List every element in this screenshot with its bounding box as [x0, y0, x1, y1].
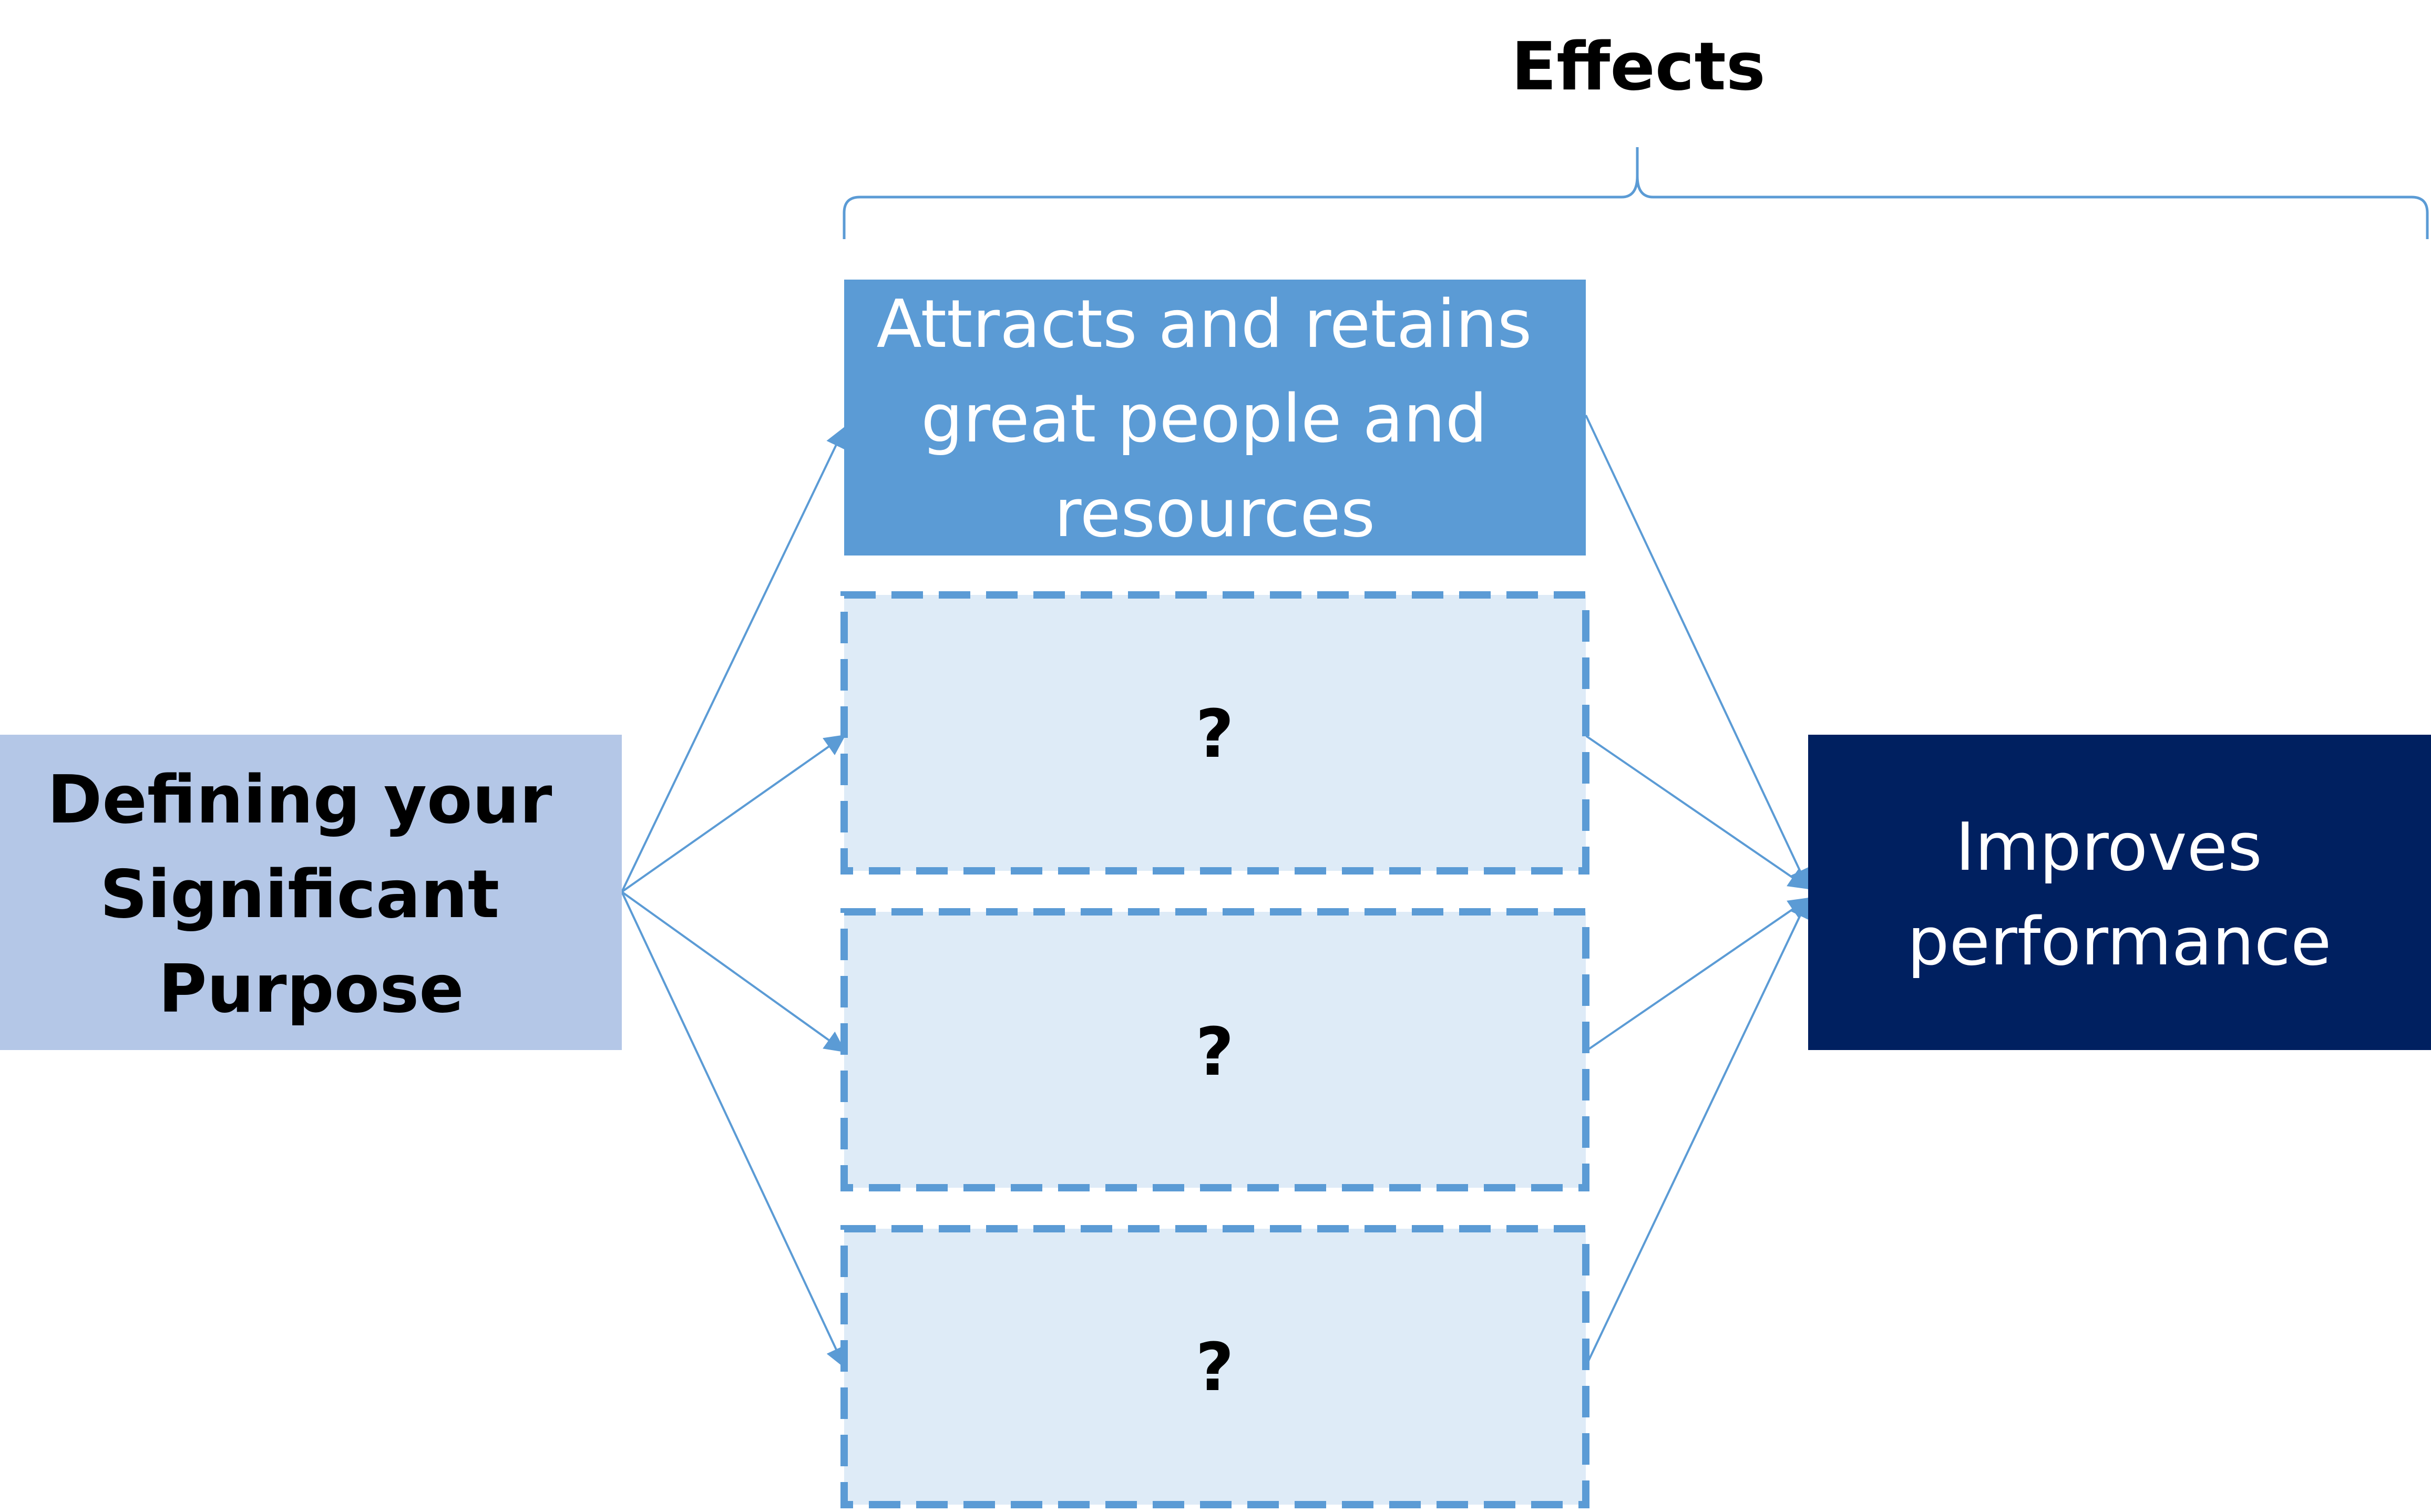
effect-node-4: ? [840, 1225, 1589, 1508]
connector-source-to-effect-3 [621, 891, 846, 1053]
effect-node-3-box [840, 908, 1589, 1191]
source-node-line-3: Purpose [158, 950, 464, 1027]
outcome-connectors [1585, 415, 1810, 1367]
connector-effect-1-to-outcome [1585, 415, 1810, 890]
connector-source-to-effect-1 [621, 426, 846, 892]
effect-node-1-label: Attracts and retains great people and re… [876, 285, 1553, 552]
effect-node-3-label: ? [1195, 1013, 1234, 1091]
source-node-box [0, 735, 622, 1050]
effects-heading: Effects [1511, 28, 1766, 105]
effect-node-3: ? [840, 908, 1589, 1191]
effect-node-1-line-2: great people and [921, 380, 1487, 457]
connector-source-to-effect-4 [621, 891, 846, 1369]
outcome-node-line-1: Improves [1955, 808, 2262, 886]
connector-effect-2-to-outcome [1585, 735, 1810, 890]
effect-node-1-line-3: resources [1054, 475, 1376, 552]
effect-node-4-box [840, 1225, 1589, 1508]
source-node-label: Defining your Significant Purpose [47, 761, 576, 1027]
outcome-node-box [1808, 735, 2431, 1050]
effect-node-1-line-1: Attracts and retains [876, 285, 1532, 363]
effect-node-2-box [840, 591, 1589, 875]
connector-source-to-effect-2 [621, 734, 846, 893]
effect-node-4-label: ? [1195, 1329, 1234, 1406]
outcome-node: Improves performance [1808, 735, 2431, 1050]
source-node-line-2: Significant [100, 856, 499, 933]
effect-node-1: Attracts and retains great people and re… [844, 280, 1586, 556]
source-node: Defining your Significant Purpose [0, 735, 622, 1050]
outcome-node-label: Improves performance [1907, 808, 2332, 980]
effects-brace [843, 147, 2429, 239]
effect-node-2-label: ? [1195, 695, 1234, 773]
effect-node-1-box [844, 280, 1586, 556]
source-connectors [621, 426, 846, 1369]
connector-effect-4-to-outcome [1585, 897, 1810, 1367]
connector-effect-3-to-outcome [1585, 897, 1810, 1052]
effect-node-2: ? [840, 591, 1589, 875]
outcome-node-line-2: performance [1907, 903, 2332, 980]
source-node-line-1: Defining your [47, 761, 552, 838]
